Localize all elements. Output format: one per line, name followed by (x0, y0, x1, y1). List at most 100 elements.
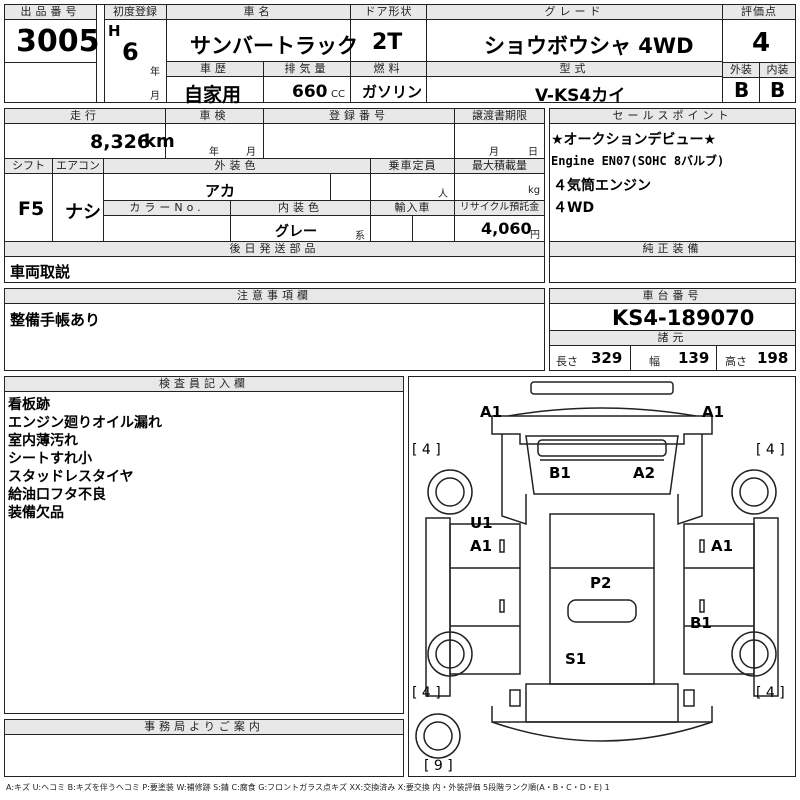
mark-a1-front-left: A1 (480, 403, 503, 421)
genuine-label: 純正装備 (550, 242, 795, 257)
transfer-day-unit: 日 (528, 147, 538, 158)
width-label: 幅 (649, 355, 660, 368)
import-label: 輸入車 (371, 201, 454, 216)
tire-rear-left: [ 4 ] (412, 685, 441, 701)
interior-grade: B (770, 78, 786, 102)
reg-no-label: 登録番号 (264, 109, 454, 124)
score-label: 評価点 (723, 5, 795, 20)
int-color: グレー (275, 224, 317, 240)
transfer-month-unit: 月 (489, 147, 499, 158)
truck-diagram (415, 381, 779, 759)
header-block (4, 4, 796, 103)
inspection-year-unit: 年 (209, 147, 219, 158)
lot-number: 3005 (16, 24, 100, 59)
notes-label: 注意事項欄 (5, 289, 544, 304)
recycle-unit: 円 (530, 230, 540, 241)
score: 4 (752, 28, 771, 58)
mark-u1-left: U1 (470, 514, 493, 532)
transfer-label: 譲渡書期限 (455, 109, 544, 124)
era: H (108, 22, 121, 40)
door-type: 2T (372, 30, 403, 55)
interior-label: 内装 (760, 63, 795, 78)
mileage: 8,326 (90, 131, 151, 153)
inspector-line-1: 看板跡 (8, 397, 50, 413)
recycle-fee: 4,060 (481, 219, 532, 238)
length-label: 長さ (556, 355, 578, 368)
door-label: ドア形状 (351, 5, 426, 20)
max-load-unit: kg (528, 185, 541, 196)
ac-label: エアコン (53, 159, 103, 174)
sales-line-3: ４気筒エンジン (553, 178, 651, 194)
air-conditioner: ナシ (65, 202, 101, 223)
exterior-grade: B (734, 78, 750, 102)
model: V-KS4カイ (535, 86, 626, 106)
legend: A:キズ U:ヘコミ B:キズを伴うヘコミ P:要塗装 W:補修跡 S:錆 C:… (6, 783, 610, 792)
inspection-label: 車検 (166, 109, 263, 124)
displacement: 660 (292, 82, 328, 102)
inspector-line-4: シートすれ小 (8, 451, 92, 467)
ext-color: アカ (205, 182, 236, 200)
height-label: 高さ (725, 355, 747, 368)
tire-front-left: [ 4 ] (412, 442, 441, 458)
fuel-label: 燃料 (351, 62, 426, 77)
chassis-label: 車台番号 (550, 289, 795, 304)
shift: F5 (18, 198, 45, 220)
later-parts-label: 後日発送部品 (5, 242, 544, 257)
displacement-unit: CC (331, 89, 345, 100)
inspector-line-2: エンジン廻りオイル漏れ (8, 415, 162, 431)
displacement-label: 排気量 (264, 62, 350, 77)
mark-a2-top: A2 (633, 464, 656, 482)
model-label: 型式 (427, 62, 722, 77)
first-reg-label: 初度登録 (104, 5, 166, 20)
inspector-line-3: 室内薄汚れ (8, 433, 78, 449)
history-label: 車歴 (167, 62, 263, 77)
mileage-label: 走行 (5, 109, 165, 124)
sales-line-1: ★オークションデビュー★ (551, 132, 717, 148)
ext-color-label: 外装色 (104, 159, 370, 174)
grade: ショウボウシャ 4WD (484, 34, 694, 58)
sales-line-4: ４WD (553, 200, 595, 216)
history: 自家用 (184, 84, 242, 106)
color-no-label: カラーNo. (104, 201, 230, 216)
grade-label: グレード (427, 5, 722, 20)
height: 198 (757, 349, 789, 367)
mark-s1: S1 (565, 650, 587, 668)
first-reg-year: 6 (122, 38, 139, 66)
year-unit: 年 (150, 67, 160, 78)
inspector-block (4, 376, 404, 714)
sales-line-2: Engine EN07(SOHC 8バルブ) (551, 154, 725, 168)
mark-b1-right: B1 (690, 614, 712, 632)
shift-label: シフト (5, 159, 52, 174)
month-unit: 月 (150, 91, 160, 102)
mileage-unit: km (144, 131, 175, 152)
length: 329 (591, 349, 623, 367)
inspector-line-5: スタッドレスタイヤ (8, 469, 134, 485)
tire-front-right: [ 4 ] (756, 442, 785, 458)
mark-a1-left: A1 (470, 537, 493, 555)
capacity-unit: 人 (438, 189, 448, 200)
int-color-label: 内装色 (231, 201, 370, 216)
fuel: ガソリン (362, 83, 423, 101)
inspector-label: 検査員記入欄 (5, 377, 403, 392)
max-load-label: 最大積載量 (455, 159, 544, 174)
tire-spare: [ 9 ] (424, 758, 453, 774)
notes: 整備手帳あり (10, 311, 101, 329)
office-label: 事務局よりご案内 (5, 720, 403, 735)
mark-a1-front-right: A1 (702, 403, 725, 421)
inspector-line-7: 装備欠品 (8, 505, 64, 521)
exterior-label: 外装 (723, 63, 759, 78)
inspection-month-unit: 月 (246, 147, 256, 158)
chassis-number: KS4-189070 (612, 306, 755, 330)
damage-diagram (408, 376, 796, 777)
mark-a1-right: A1 (711, 537, 734, 555)
recycle-label: リサイクル預託金 (455, 201, 544, 216)
capacity-label: 乗車定員 (371, 159, 454, 174)
width: 139 (678, 349, 710, 367)
car-name-label: 車名 (167, 5, 350, 20)
lot-label: 出品番号 (5, 5, 96, 20)
mark-p2: P2 (590, 574, 612, 592)
sales-point-label: セールスポイント (550, 109, 795, 124)
mark-b1-top: B1 (549, 464, 571, 482)
spec-label: 諸元 (550, 331, 795, 346)
int-color-unit: 系 (355, 231, 365, 242)
